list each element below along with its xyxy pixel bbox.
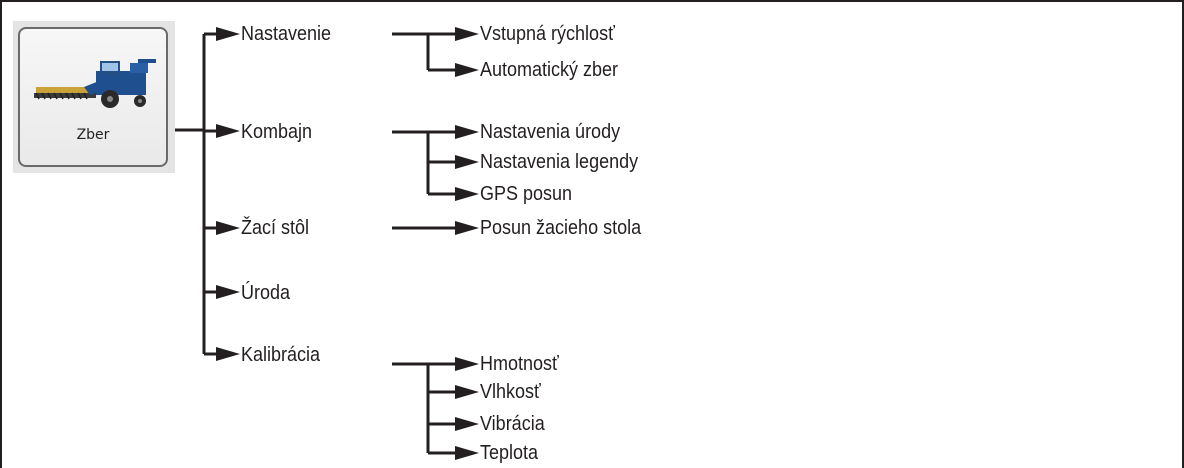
node-vibracia[interactable]: Vibrácia [480, 413, 545, 435]
node-zaci-stol[interactable]: Žací stôl [241, 217, 310, 239]
level2-arrow-0-0 [455, 27, 479, 41]
node-nastavenia-legendy[interactable]: Nastavenia legendy [480, 151, 639, 173]
node-hmotnost[interactable]: Hmotnosť [480, 353, 559, 375]
level2-arrow-3-3 [455, 446, 479, 460]
node-gps-posun[interactable]: GPS posun [480, 183, 573, 205]
level2-arrow-2-0 [455, 221, 479, 235]
node-teplota[interactable]: Teplota [480, 442, 539, 464]
node-automaticky-zber[interactable]: Automatický zber [480, 59, 619, 81]
level1-arrow-4 [216, 347, 240, 361]
level2-arrow-0-1 [455, 63, 479, 77]
level2-arrow-1-1 [455, 155, 479, 169]
node-kombajn[interactable]: Kombajn [241, 121, 313, 143]
node-kalibracia[interactable]: Kalibrácia [241, 344, 321, 366]
node-vstupna-rychlost[interactable]: Vstupná rýchlosť [480, 23, 615, 45]
zber-button-label: Zber [76, 127, 110, 143]
node-uroda[interactable]: Úroda [241, 282, 291, 304]
level2-arrow-1-0 [455, 125, 479, 139]
node-nastavenia-urody[interactable]: Nastavenia úrody [480, 121, 621, 143]
level1-arrow-3 [216, 285, 240, 299]
level1-arrow-2 [216, 221, 240, 235]
level2-arrow-3-1 [455, 385, 479, 399]
level2-arrow-1-2 [455, 187, 479, 201]
zber-app-button[interactable]: Zber [13, 21, 175, 173]
level1-arrow-0 [216, 27, 240, 41]
zber-button-face[interactable]: Zber [18, 27, 168, 167]
node-vlhkost[interactable]: Vlhkosť [480, 381, 541, 403]
level2-arrow-3-2 [455, 417, 479, 431]
node-nastavenie[interactable]: Nastavenie [241, 23, 332, 45]
level2-arrow-3-0 [455, 357, 479, 371]
level1-arrow-1 [216, 124, 240, 138]
node-posun-zacieho-stola[interactable]: Posun žacieho stola [480, 217, 642, 239]
combine-harvester-icon [34, 59, 156, 108]
